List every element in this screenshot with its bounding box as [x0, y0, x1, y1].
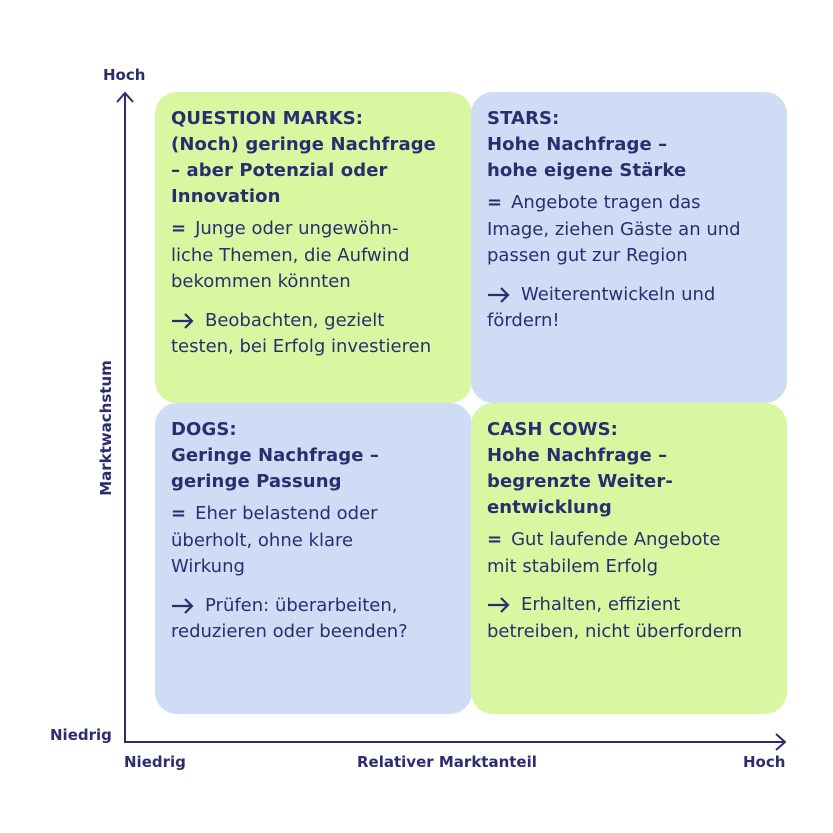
description-line: passen gut zur Region: [487, 245, 688, 266]
action-line: betreiben, nicht überfordern: [487, 620, 743, 642]
quadrant-stars: STARS: Hohe Nachfrage – hohe eigene Stär…: [471, 92, 787, 403]
action-line: reduzieren oder beenden?: [171, 621, 408, 642]
action-line: testen, bei Erfolg investieren: [171, 336, 432, 357]
quadrant-question-marks: QUESTION MARKS: (Noch) geringe Nachfrage…: [155, 92, 472, 403]
quadrant-action: Beobachten, gezielt testen, bei Erfolg i…: [171, 308, 456, 361]
quadrant-subtitle-line: Hohe Nachfrage –: [487, 445, 668, 466]
quadrant-subtitle-line: geringe Passung: [171, 471, 342, 492]
x-axis-title: Relativer Marktanteil: [357, 753, 537, 771]
arrow-right-icon: [171, 312, 195, 329]
equals-symbol: =: [487, 529, 503, 550]
y-axis-arrowhead: [116, 91, 134, 103]
description-line: überholt, ohne klare: [171, 529, 354, 551]
quadrant-subtitle-line: Hohe Nachfrage –: [487, 134, 668, 155]
description-line: Eher belastend oder: [195, 503, 378, 524]
action-line: Erhalten, effizient: [521, 594, 681, 615]
description-line: Junge oder ungewöhn-: [195, 218, 399, 239]
quadrant-dogs: DOGS: Geringe Nachfrage – geringe Passun…: [155, 403, 472, 714]
quadrant-subtitle-line: begrenzte Weiter-: [487, 471, 673, 492]
y-axis-title: Marktwachstum: [97, 360, 115, 496]
x-axis-high-label: Hoch: [743, 753, 786, 771]
x-axis-low-label: Niedrig: [124, 753, 186, 771]
quadrant-description: = Gut laufende Angebote mit stabilem Erfo…: [487, 527, 771, 580]
quadrant-title: QUESTION MARKS:: [171, 108, 364, 129]
action-line: Beobachten, gezielt: [205, 309, 385, 331]
quadrant-subtitle-line: hohe eigene Stärke: [487, 160, 687, 181]
quadrant-title: CASH COWS:: [487, 419, 618, 440]
quadrant-description: = Angebote tragen das Image, ziehen Gäste…: [487, 190, 771, 270]
action-line: Weiterentwickeln und: [521, 283, 716, 305]
equals-symbol: =: [487, 192, 503, 213]
quadrant-subtitle-line: Innovation: [171, 186, 281, 207]
arrow-right-icon: [487, 286, 511, 303]
quadrant-title: DOGS:: [171, 419, 237, 440]
quadrant-subtitle-line: Geringe Nachfrage –: [171, 445, 380, 466]
description-line: Angebote tragen das: [511, 192, 701, 213]
quadrant-action: Erhalten, effizient betreiben, nicht übe…: [487, 592, 771, 645]
quadrant-subtitle-line: entwicklung: [487, 497, 612, 518]
quadrant-action: Prüfen: überarbeiten, reduzieren oder be…: [171, 593, 456, 646]
arrow-right-icon: [487, 597, 511, 613]
quadrant-heading: QUESTION MARKS: (Noch) geringe Nachfrage…: [171, 106, 456, 210]
equals-symbol: =: [171, 503, 187, 524]
quadrant-title: STARS:: [487, 108, 560, 129]
y-axis-high-label: Hoch: [103, 66, 146, 84]
x-axis-arrowhead: [775, 733, 787, 751]
description-line: Wirkung: [171, 556, 245, 577]
quadrant-cash-cows: CASH COWS: Hohe Nachfrage – begrenzte We…: [471, 403, 787, 714]
quadrant-action: Weiterentwickeln und fördern!: [487, 282, 771, 335]
description-line: mit stabilem Erfolg: [487, 555, 659, 577]
equals-symbol: =: [171, 218, 187, 239]
quadrant-subtitle-line: (Noch) geringe Nachfrage: [171, 134, 436, 155]
y-axis-low-label: Niedrig: [50, 726, 112, 744]
arrow-right-icon: [171, 597, 195, 614]
quadrant-heading: DOGS: Geringe Nachfrage – geringe Passun…: [171, 417, 456, 495]
quadrant-description: = Eher belastend oder überholt, ohne klar…: [171, 501, 456, 581]
quadrant-subtitle-line: – aber Potenzial oder: [171, 160, 388, 181]
description-line: Gut laufende Angebote: [511, 529, 721, 550]
description-line: bekommen könnten: [171, 271, 351, 292]
quadrant-heading: CASH COWS: Hohe Nachfrage – begrenzte We…: [487, 417, 771, 521]
description-line: Image, ziehen Gäste an und: [487, 218, 741, 240]
description-line: liche Themen, die Aufwind: [171, 244, 410, 266]
action-line: fördern!: [487, 310, 560, 331]
action-line: Prüfen: überarbeiten,: [205, 594, 398, 616]
quadrant-description: = Junge oder ungewöhn- liche Themen, die …: [171, 216, 456, 296]
quadrant-heading: STARS: Hohe Nachfrage – hohe eigene Stär…: [487, 106, 771, 184]
